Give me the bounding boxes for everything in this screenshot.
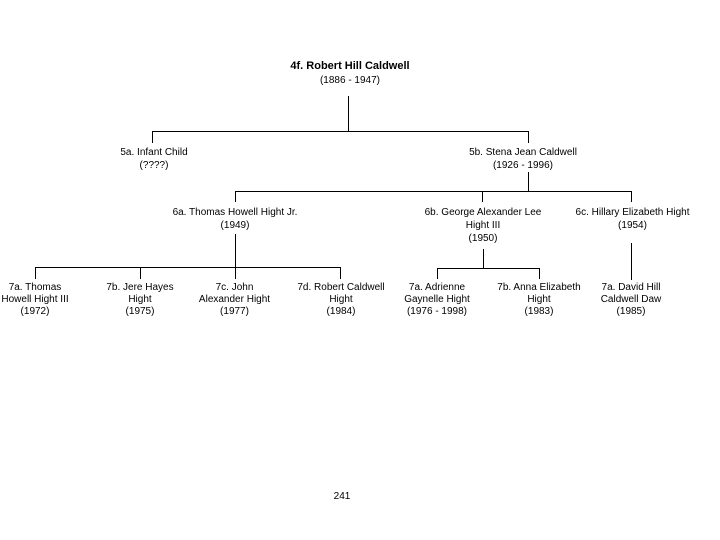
person-name-line1: 7a. David Hill [601,282,661,293]
person-name-line1: 7d. Robert Caldwell [297,282,385,293]
person-dates: (1972) [20,306,50,317]
person-name: 4f. Robert Hill Caldwell [290,60,410,72]
person-name: 5a. Infant Child [120,147,188,158]
person-node-5b-stena-jean-caldwell: 5b. Stena Jean Caldwell (1926 - 1996) [453,146,593,172]
connector-5a-stub [152,131,153,143]
person-dates: (1976 - 1998) [406,306,468,317]
person-node-4f-robert-hill-caldwell: 4f. Robert Hill Caldwell (1886 - 1947) [250,59,450,87]
connector-7c1-stub [235,267,236,279]
connector-6b-children-rail [437,268,540,269]
connector-5b-stub [528,131,529,143]
person-node-7a-thomas-howell-hight-iii: 7a. Thomas Howell Hight III (1972) [0,282,80,318]
connector-6c-stub [631,191,632,202]
person-name: 5b. Stena Jean Caldwell [469,147,577,158]
person-name-line1: 7a. Thomas [8,282,62,293]
connector-6b-drop [483,249,484,268]
connector-6c-drop [631,243,632,280]
person-name-line2: Hight [329,294,353,305]
person-name-line2: Hight III [465,220,501,231]
person-name-line2: Alexander Hight [198,294,271,305]
connector-7b2-stub [539,268,540,279]
person-dates: (1886 - 1947) [319,75,381,86]
connector-7a1-stub [35,267,36,279]
person-name-line2: Gaynelle Hight [404,294,470,305]
connector-7a2-stub [437,268,438,279]
connector-gen6-rail [235,191,632,192]
person-node-7a-david-hill-caldwell-daw: 7a. David Hill Caldwell Daw (1985) [581,282,681,318]
person-node-5a-infant-child: 5a. Infant Child (????) [94,146,214,172]
connector-7b1-stub [140,267,141,279]
page-number: 241 [333,491,351,502]
person-dates: (1950) [468,233,498,244]
connector-6a-drop [235,234,236,267]
person-name-line2: Caldwell Daw [600,294,662,305]
connector-6a-stub [235,191,236,202]
person-name-line1: 6b. George Alexander Lee [424,207,542,218]
person-node-7b-anna-elizabeth-hight: 7b. Anna Elizabeth Hight (1983) [484,282,594,318]
person-dates: (1977) [220,306,249,317]
person-dates: (1983) [524,306,554,317]
person-node-7b-jere-hayes-hight: 7b. Jere Hayes Hight (1975) [95,282,185,318]
person-name: 6a. Thomas Howell Hight Jr. [172,207,298,218]
person-name-line1: 7c. John [215,282,254,293]
person-name-line1: 7b. Anna Elizabeth [497,282,581,293]
person-name-line2: Howell Hight III [1,294,69,305]
person-node-6c-hillary-elizabeth-hight: 6c. Hillary Elizabeth Hight (1954) [565,206,700,232]
connector-root-drop [348,96,349,131]
person-name: 6c. Hillary Elizabeth Hight [575,207,690,218]
person-dates: (1985) [616,306,646,317]
person-node-6a-thomas-howell-hight-jr: 6a. Thomas Howell Hight Jr. (1949) [160,206,310,232]
person-node-6b-george-alexander-lee-hight-iii: 6b. George Alexander Lee Hight III (1950… [413,206,553,245]
connector-6b-stub [482,191,483,202]
person-name-line1: 7a. Adrienne [408,282,466,293]
person-dates: (1984) [326,306,356,317]
person-dates: (1926 - 1996) [492,160,554,171]
person-name-line1: 7b. Jere Hayes [106,282,174,293]
person-dates: (1949) [220,220,250,231]
person-node-7a-adrienne-gaynelle-hight: 7a. Adrienne Gaynelle Hight (1976 - 1998… [387,282,487,318]
person-node-7d-robert-caldwell-hight: 7d. Robert Caldwell Hight (1984) [286,282,396,318]
person-name-line2: Hight [527,294,551,305]
person-dates: (????) [139,160,169,171]
connector-5b-drop [528,172,529,191]
person-dates: (1975) [125,306,155,317]
connector-7d1-stub [340,267,341,279]
person-name-line2: Hight [128,294,152,305]
connector-gen5-rail [152,131,529,132]
person-dates: (1954) [618,220,647,231]
connector-6a-children-rail [35,267,341,268]
person-node-7c-john-alexander-hight: 7c. John Alexander Hight (1977) [187,282,282,318]
